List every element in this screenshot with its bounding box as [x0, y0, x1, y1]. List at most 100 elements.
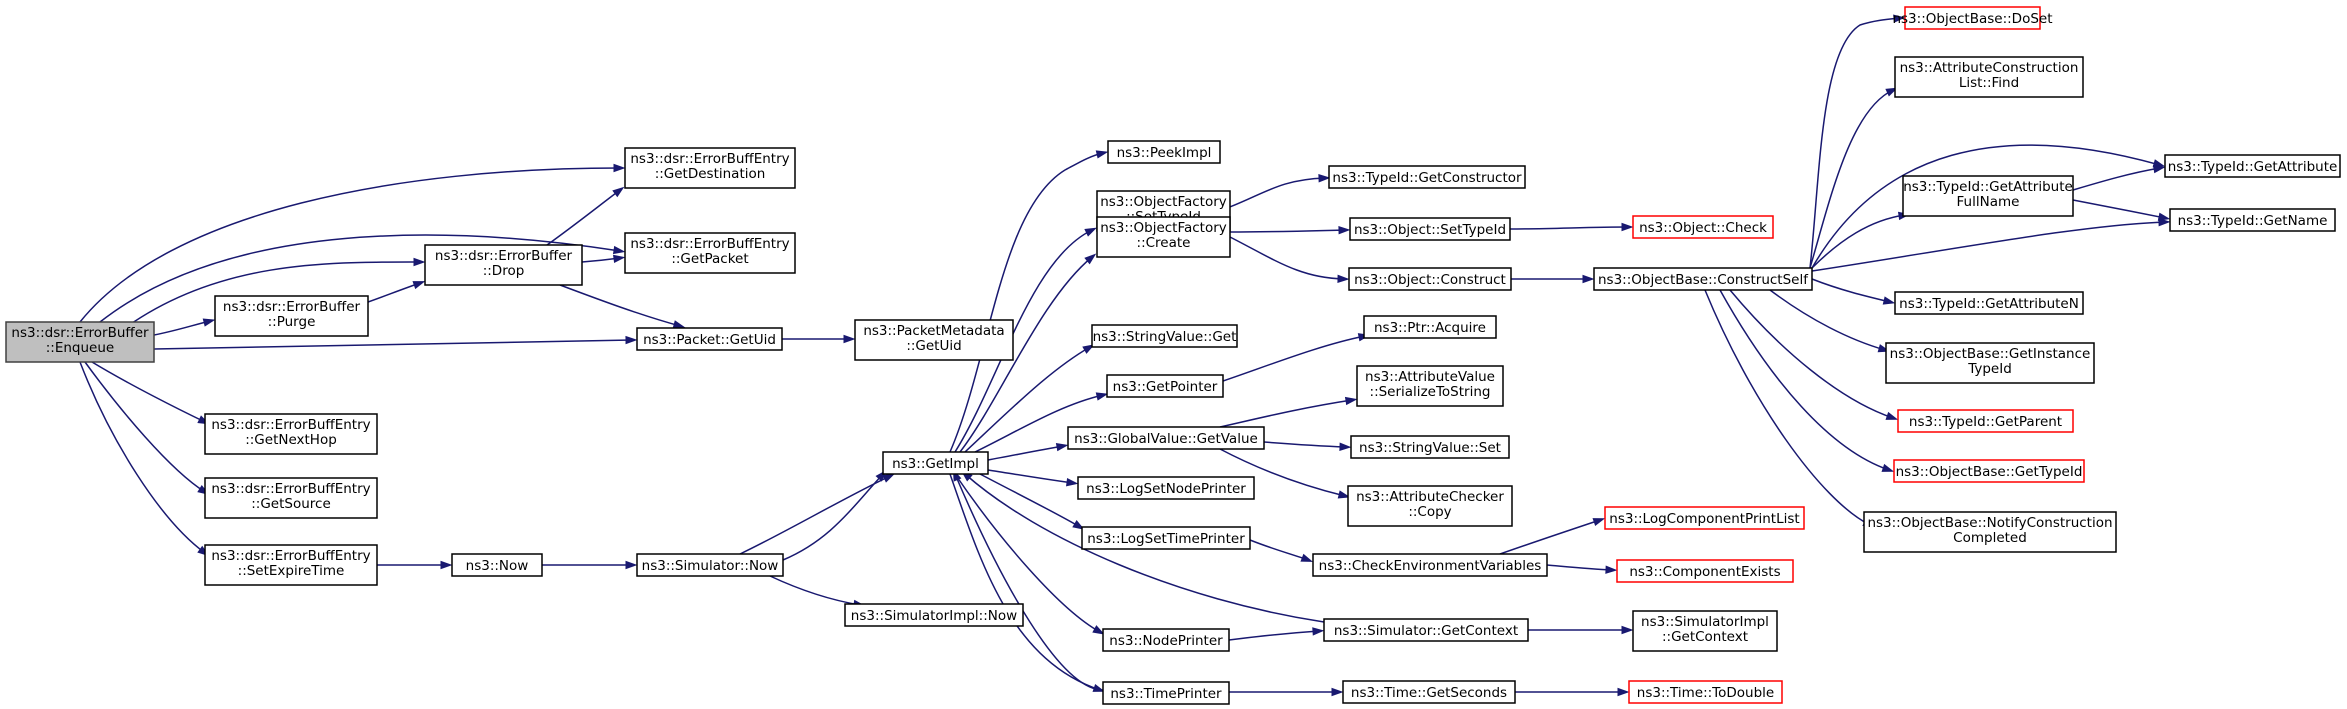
node-getpacket[interactable]: ns3::dsr::ErrorBuffEntry::GetPacket [624, 232, 796, 274]
node-label: ns3::TypeId::GetAttribute [2168, 159, 2338, 175]
node-simimpl_now[interactable]: ns3::SimulatorImpl::Now [844, 603, 1024, 627]
node-box [882, 451, 989, 475]
node-notifyconstruction[interactable]: ns3::ObjectBase::NotifyConstructionCompl… [1863, 511, 2117, 553]
edge-line [954, 473, 1101, 633]
node-time_getseconds[interactable]: ns3::Time::GetSeconds [1342, 680, 1516, 704]
node-setexpiretime[interactable]: ns3::dsr::ErrorBuffEntry::SetExpireTime [204, 544, 378, 586]
node-obj_settypeid[interactable]: ns3::Object::SetTypeId [1349, 217, 1511, 241]
node-box [1081, 526, 1251, 550]
node-box [1894, 291, 2084, 315]
node-of_create[interactable]: ns3::ObjectFactory::Create [1096, 216, 1231, 258]
edge-sim_now-to-getimpl [739, 473, 895, 555]
edge-setexpiretime-to-now [376, 560, 453, 570]
node-getimpl[interactable]: ns3::GetImpl [882, 451, 989, 475]
node-label: ::GetUid [906, 338, 961, 354]
node-sim_now[interactable]: ns3::Simulator::Now [636, 553, 784, 577]
arrowhead [1621, 625, 1634, 635]
node-getname[interactable]: ns3::TypeId::GetName [2169, 208, 2336, 232]
node-constructself[interactable]: ns3::ObjectBase::ConstructSelf [1593, 267, 1813, 291]
edge-line [1809, 89, 1894, 269]
node-purge[interactable]: ns3::dsr::ErrorBuffer::Purge [214, 295, 369, 337]
node-box [1348, 267, 1512, 291]
node-box [1632, 610, 1778, 652]
node-gv_getvalue[interactable]: ns3::GlobalValue::GetValue [1067, 426, 1265, 450]
edge-line [949, 473, 1101, 691]
node-getdestination[interactable]: ns3::dsr::ErrorBuffEntry::GetDestination [624, 147, 796, 189]
node-doset[interactable]: ns3::ObjectBase::DoSet [1892, 6, 2053, 30]
arrowhead [1082, 344, 1095, 354]
node-label: ns3::TimePrinter [1110, 686, 1222, 702]
node-getsource[interactable]: ns3::dsr::ErrorBuffEntry::GetSource [204, 477, 378, 519]
node-label: ns3::Simulator::GetContext [1334, 623, 1518, 639]
edge-line [782, 473, 884, 561]
node-packet_getuid[interactable]: ns3::Packet::GetUid [636, 327, 783, 351]
node-label: ns3::Time::GetSeconds [1351, 685, 1507, 701]
arrowhead [1084, 227, 1097, 237]
node-nodeprinter[interactable]: ns3::NodePrinter [1102, 628, 1230, 652]
arrowhead [1066, 477, 1079, 487]
node-sv_get[interactable]: ns3::StringValue::Get [1091, 324, 1238, 348]
node-label: ns3::AttributeConstruction [1900, 60, 2079, 76]
node-getpointer[interactable]: ns3::GetPointer [1106, 374, 1224, 398]
edge-line [367, 282, 421, 303]
node-lognodeprinter[interactable]: ns3::LogSetNodePrinter [1077, 476, 1255, 500]
node-label: ns3::ComponentExists [1629, 564, 1780, 580]
edge-line [1228, 630, 1320, 641]
arrowhead [1882, 296, 1896, 305]
node-logcompprint[interactable]: ns3::LogComponentPrintList [1604, 506, 1805, 530]
node-av_serialize[interactable]: ns3::AttributeValue::SerializeToString [1356, 365, 1504, 407]
edge-line [2072, 167, 2161, 191]
node-timeprinter[interactable]: ns3::TimePrinter [1102, 681, 1230, 705]
node-label: ns3::LogSetTimePrinter [1087, 531, 1245, 547]
node-box [624, 232, 796, 274]
node-label: ns3::AttributeValue [1365, 369, 1495, 385]
edge-getimpl-to-sv_get [964, 344, 1095, 453]
node-logtimeprinter[interactable]: ns3::LogSetTimePrinter [1081, 526, 1251, 550]
node-peekimpl[interactable]: ns3::PeekImpl [1107, 140, 1221, 164]
node-label: Completed [1953, 530, 2027, 546]
node-meta_getuid[interactable]: ns3::PacketMetadata::GetUid [854, 319, 1014, 361]
node-label: ns3::ObjectFactory [1100, 194, 1227, 210]
node-box [1863, 511, 2117, 553]
node-box [1347, 485, 1513, 527]
node-now[interactable]: ns3::Now [451, 553, 543, 577]
arrowhead [613, 254, 626, 264]
node-obj_check[interactable]: ns3::Object::Check [1632, 215, 1774, 239]
node-sim_getcontext[interactable]: ns3::Simulator::GetContext [1323, 618, 1529, 642]
node-getconstructor[interactable]: ns3::TypeId::GetConstructor [1328, 165, 1526, 189]
node-ac_copy[interactable]: ns3::AttributeChecker::Copy [1347, 485, 1513, 527]
node-todouble[interactable]: ns3::Time::ToDouble [1628, 680, 1783, 704]
node-getnexthop[interactable]: ns3::dsr::ErrorBuffEntry::GetNextHop [204, 413, 378, 455]
node-sv_set[interactable]: ns3::StringValue::Set [1350, 435, 1510, 459]
node-getparent[interactable]: ns3::TypeId::GetParent [1897, 409, 2074, 433]
node-compexists[interactable]: ns3::ComponentExists [1616, 559, 1794, 583]
edge-line [1509, 226, 1629, 230]
node-getattributen[interactable]: ns3::TypeId::GetAttributeN [1894, 291, 2084, 315]
edge-constructself-to-getinstancetypeid [1769, 289, 1891, 353]
node-label: ns3::Now [466, 558, 529, 574]
arrowhead [1337, 274, 1350, 284]
edge-timeprinter-to-time_getseconds [1229, 687, 1344, 697]
node-simimpl_getcontext[interactable]: ns3::SimulatorImpl::GetContext [1632, 610, 1778, 652]
edge-line [2072, 199, 2166, 219]
node-label: ::SetExpireTime [238, 563, 345, 579]
node-label: ns3::dsr::ErrorBuffEntry [630, 236, 789, 252]
node-drop[interactable]: ns3::dsr::ErrorBuffer::Drop [424, 244, 583, 286]
arrowhead [1095, 150, 1109, 159]
node-getattribute[interactable]: ns3::TypeId::GetAttribute [2164, 154, 2341, 178]
node-ptr_acquire[interactable]: ns3::Ptr::Acquire [1363, 315, 1497, 339]
arrowhead [1337, 490, 1351, 499]
node-obj_construct[interactable]: ns3::Object::Construct [1348, 267, 1512, 291]
arrowhead [1344, 396, 1358, 406]
node-label: ns3::dsr::ErrorBuffEntry [211, 481, 370, 497]
node-enqueue[interactable]: ns3::dsr::ErrorBuffer::Enqueue [5, 321, 155, 363]
node-box [1342, 680, 1516, 704]
node-box [1894, 56, 2084, 98]
node-ob_gettypeid[interactable]: ns3::ObjectBase::GetTypeId [1893, 459, 2085, 483]
arrowhead [882, 473, 895, 483]
node-checkenv[interactable]: ns3::CheckEnvironmentVariables [1312, 553, 1548, 577]
edge-line [1219, 448, 1346, 497]
